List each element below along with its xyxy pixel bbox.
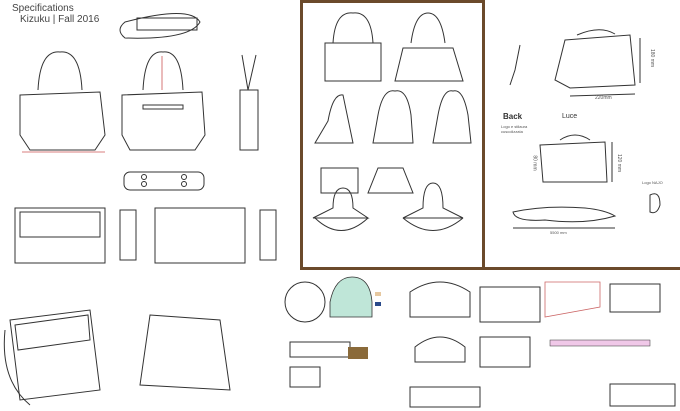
- handbag-sketches: [312, 12, 472, 231]
- tech-pack-drawings: [284, 276, 676, 408]
- height2-dimension: 120 mm: [616, 153, 623, 173]
- logo-label: Logo e stilaura cuscolizzata: [501, 124, 528, 134]
- tech-pack-panel: [280, 272, 680, 411]
- spec-title: Specifications: [12, 3, 74, 14]
- luce-drawings: [509, 29, 661, 229]
- height-dimension: 180 mm: [649, 48, 656, 68]
- kizuku-tote-drawings: [19, 13, 259, 191]
- width-dimension: 220mm: [595, 95, 612, 101]
- handbag-sketch-panel: [300, 0, 485, 270]
- messenger-bag-panel: [0, 200, 280, 411]
- depth-dimension: 80 mm: [531, 155, 538, 171]
- strap-dimension: 5500 mm: [550, 230, 567, 235]
- luce-spec-panel: Back Luce Logo e stilaura cuscolizzata L…: [485, 0, 680, 270]
- luce-label: Luce: [562, 113, 578, 120]
- spec-subtitle: Kizuku | Fall 2016: [20, 14, 100, 25]
- kizuku-spec-panel: Specifications Kizuku | Fall 2016: [0, 0, 300, 200]
- messenger-bag-drawings: [3, 207, 277, 406]
- logo-naj-label: Logo NAJO: [642, 180, 663, 185]
- back-label: Back: [503, 112, 523, 121]
